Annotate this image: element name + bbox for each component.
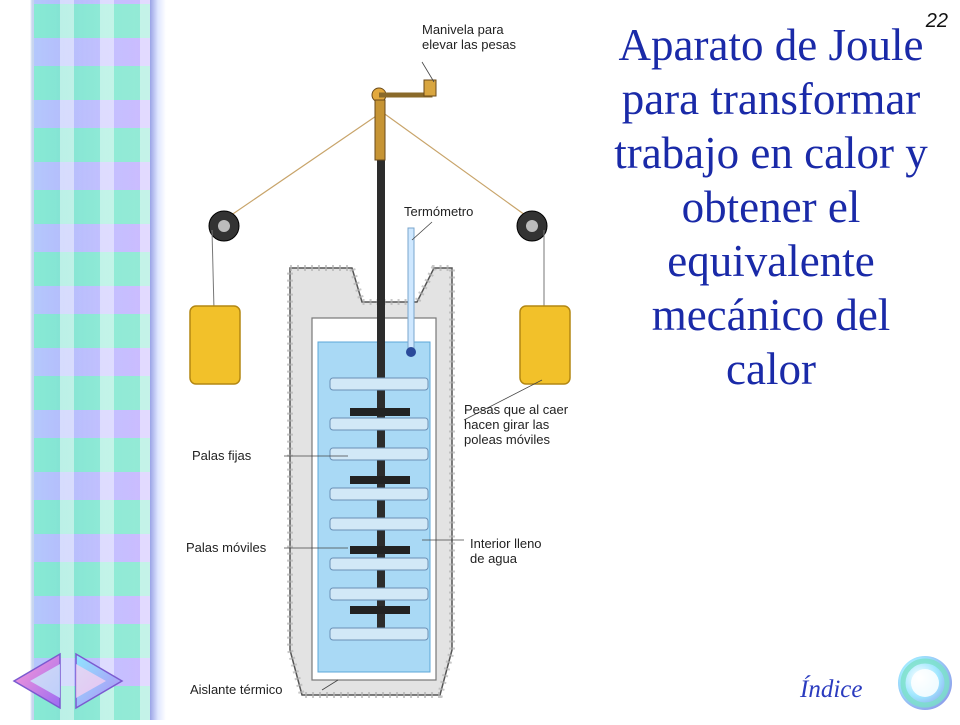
- label-water-line-2: de agua: [470, 551, 517, 566]
- label-weights-line-2: hacen girar las: [464, 417, 550, 432]
- paddle-set: [329, 377, 429, 641]
- page-number: 22: [925, 10, 948, 32]
- label-water-line-1: Interior lleno: [470, 536, 542, 551]
- joule-apparatus-illustration: [189, 61, 571, 698]
- forward-button[interactable]: [68, 650, 128, 712]
- joule-apparatus-diagram: Manivela para elevar las pesas Termómetr…: [172, 0, 612, 720]
- right-arrow-icon: [75, 652, 124, 710]
- index-button[interactable]: [896, 654, 954, 712]
- label-crank: Manivela para elevar las pesas: [422, 22, 516, 52]
- label-weights-line-1: Pesas que al caer: [464, 402, 569, 417]
- back-button[interactable]: [8, 650, 68, 712]
- label-water: Interior lleno de agua: [470, 536, 542, 566]
- label-insulator: Aislante térmico: [190, 682, 283, 697]
- label-weights-line-3: poleas móviles: [464, 432, 550, 447]
- decorative-checker-pattern: [34, 0, 152, 720]
- ring-icon: [898, 656, 952, 710]
- label-moving-paddles: Palas móviles: [186, 540, 267, 555]
- label-thermometer: Termómetro: [404, 204, 474, 219]
- index-link[interactable]: Índice: [800, 676, 863, 703]
- label-fixed-paddles: Palas fijas: [192, 448, 252, 463]
- right-weight: [519, 305, 571, 385]
- crank-handle: [379, 86, 433, 98]
- label-crank-line-1: Manivela para: [422, 22, 504, 37]
- label-weights: Pesas que al caer hacen girar las poleas…: [464, 402, 568, 447]
- thermometer: [407, 227, 415, 349]
- left-arrow-icon: [12, 652, 61, 710]
- moving-paddle-blades: [350, 408, 410, 614]
- decorative-checker-overlay: [34, 0, 152, 720]
- water-fill: [317, 341, 431, 673]
- left-weight: [189, 305, 241, 385]
- label-crank-line-2: elevar las pesas: [422, 37, 516, 52]
- decorative-divider: [150, 0, 166, 720]
- slide-title: Aparato de Joule para transformar trabaj…: [614, 20, 928, 394]
